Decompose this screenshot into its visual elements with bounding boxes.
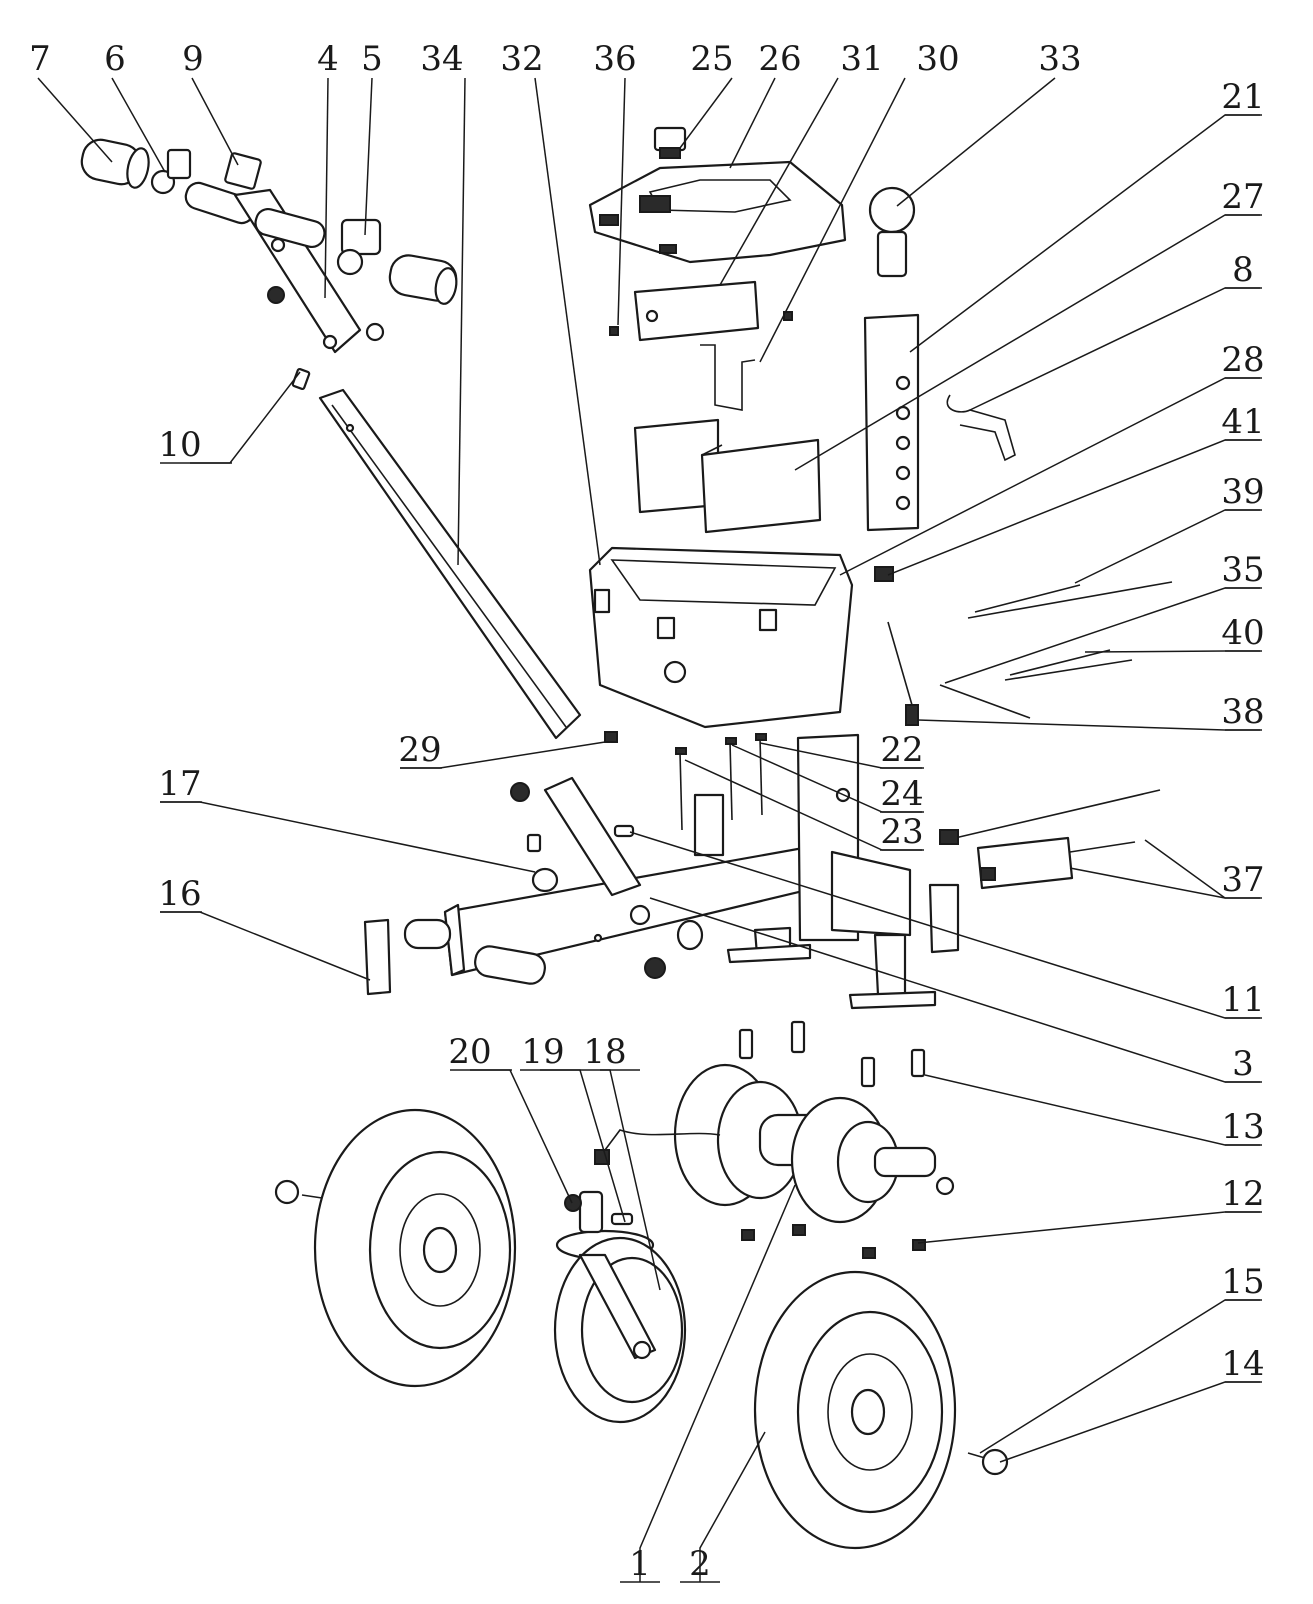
label-13: 13 xyxy=(1221,1107,1264,1147)
battery-box-lid-26 xyxy=(588,160,847,264)
label-17: 17 xyxy=(158,764,201,804)
battery-box-32 xyxy=(588,546,854,729)
charger-37 xyxy=(939,789,1161,890)
label-16: 16 xyxy=(158,874,201,914)
label-2: 2 xyxy=(689,1544,711,1584)
label-1: 1 xyxy=(629,1544,651,1584)
label-19: 19 xyxy=(521,1032,564,1072)
label-12: 12 xyxy=(1221,1174,1264,1214)
label-33: 33 xyxy=(1038,39,1081,79)
label-30: 30 xyxy=(916,39,959,79)
label-35: 35 xyxy=(1221,550,1264,590)
label-10: 10 xyxy=(158,425,201,465)
label-27: 27 xyxy=(1221,177,1264,217)
hitch-ball-33 xyxy=(868,186,916,278)
label-14: 14 xyxy=(1221,1344,1264,1384)
battery-bracket-30 xyxy=(700,344,756,411)
cables xyxy=(887,581,1173,726)
left-wheel xyxy=(274,1108,517,1388)
label-28: 28 xyxy=(1221,340,1264,380)
label-5: 5 xyxy=(361,39,383,79)
pin-8 xyxy=(946,394,1016,462)
right-wheel xyxy=(753,1270,957,1550)
label-20: 20 xyxy=(448,1032,491,1072)
label-37: 37 xyxy=(1221,860,1264,900)
part-labels: 7 6 9 4 5 34 32 36 25 26 31 30 33 21 27 … xyxy=(29,39,1264,1584)
label-24: 24 xyxy=(880,774,923,814)
batteries xyxy=(633,418,822,534)
label-26: 26 xyxy=(758,39,801,79)
switch-25 xyxy=(653,126,687,159)
label-32: 32 xyxy=(500,39,543,79)
label-underlines xyxy=(160,114,1262,1583)
axle-bolts-13 xyxy=(738,1020,926,1088)
label-6: 6 xyxy=(104,39,126,79)
hitch-post-21 xyxy=(863,313,920,532)
axle-assembly-1 xyxy=(594,1063,955,1224)
label-31: 31 xyxy=(840,39,883,79)
label-39: 39 xyxy=(1221,472,1264,512)
label-25: 25 xyxy=(690,39,733,79)
charger-module-31 xyxy=(633,280,760,342)
label-22: 22 xyxy=(880,730,923,770)
label-21: 21 xyxy=(1221,77,1264,117)
label-18: 18 xyxy=(583,1032,626,1072)
frame-small-parts xyxy=(363,731,960,996)
connector-39 xyxy=(874,566,894,582)
label-36: 36 xyxy=(593,39,636,79)
label-40: 40 xyxy=(1221,613,1264,653)
label-4: 4 xyxy=(317,39,339,79)
label-9: 9 xyxy=(182,39,204,79)
tow-bar-34 xyxy=(318,388,582,740)
caster-wheel xyxy=(553,1190,687,1424)
label-8: 8 xyxy=(1232,250,1254,290)
label-15: 15 xyxy=(1221,1262,1264,1302)
label-23: 23 xyxy=(880,812,923,852)
label-11: 11 xyxy=(1221,980,1264,1020)
label-7: 7 xyxy=(29,39,51,79)
handle-assembly xyxy=(80,138,458,354)
label-38: 38 xyxy=(1221,692,1264,732)
frame-3 xyxy=(403,733,937,1010)
label-41: 41 xyxy=(1221,402,1264,442)
label-29: 29 xyxy=(398,730,441,770)
washer-nut xyxy=(967,1448,1009,1476)
label-34: 34 xyxy=(420,39,463,79)
label-3: 3 xyxy=(1232,1044,1254,1084)
nuts-12 xyxy=(741,1224,926,1259)
